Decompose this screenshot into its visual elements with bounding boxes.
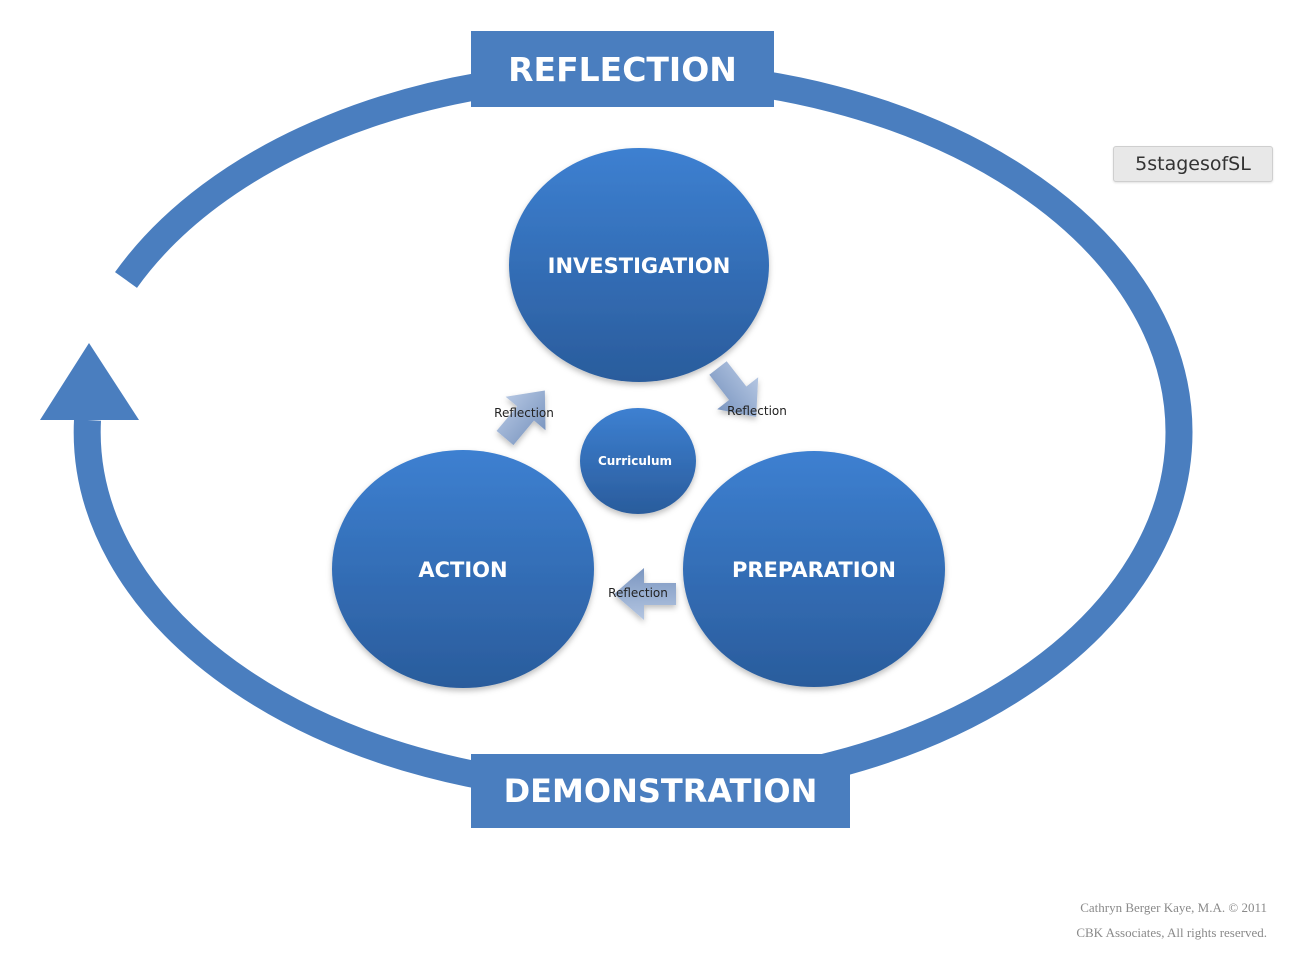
demonstration-banner: DEMONSTRATION xyxy=(471,754,850,828)
curriculum-label: Curriculum xyxy=(598,454,672,468)
outer-cycle-ring-right xyxy=(632,60,1193,804)
transition-label-investigation-preparation: Reflection xyxy=(727,404,787,418)
reflection-banner: REFLECTION xyxy=(471,31,774,107)
curriculum-circle xyxy=(580,408,696,514)
up-arrow-icon xyxy=(40,343,139,420)
credit-line-1: Cathryn Berger Kaye, M.A. © 2011 xyxy=(1080,900,1267,915)
action-circle xyxy=(332,450,594,688)
preparation-label: PREPARATION xyxy=(732,558,896,582)
filename-tag[interactable]: 5stagesofSL xyxy=(1113,146,1273,182)
investigation-label: INVESTIGATION xyxy=(548,254,731,278)
transition-label-preparation-action: Reflection xyxy=(608,586,668,600)
credit-line-2: CBK Associates, All rights reserved. xyxy=(1076,925,1267,940)
preparation-circle xyxy=(683,451,945,687)
investigation-circle xyxy=(509,148,769,382)
transition-label-action-investigation: Reflection xyxy=(494,406,554,420)
arrow-preparation-to-action xyxy=(614,568,676,620)
arrow-action-to-investigation xyxy=(496,390,546,446)
arrow-investigation-to-preparation xyxy=(709,361,759,417)
action-label: ACTION xyxy=(418,558,507,582)
